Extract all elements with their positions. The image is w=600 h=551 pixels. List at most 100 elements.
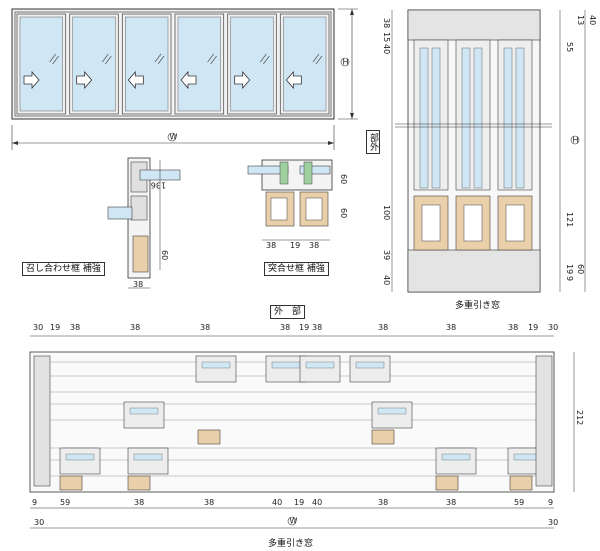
sash-profile	[435, 447, 477, 475]
sash-profile	[371, 401, 413, 429]
glass-pane	[419, 47, 429, 189]
vs-title: 多重引き窓	[455, 301, 501, 311]
vs-height-symbol: H	[573, 136, 579, 145]
meeting-rail-section: 136 60 38	[107, 157, 181, 289]
reflection-line	[260, 53, 267, 63]
sash-profile	[265, 355, 307, 383]
jamb-frame	[535, 355, 553, 487]
bottom-dim-label: 59	[514, 498, 524, 507]
top-dim-label: 38	[312, 323, 322, 332]
wood-reinforcement	[197, 429, 221, 445]
bottom-dim-label: 40	[272, 498, 282, 507]
arrow-right-icon	[76, 70, 93, 90]
interlock-dim-60a: 60	[339, 174, 348, 184]
top-dim-label: 38	[200, 323, 210, 332]
window-elevation: W H	[11, 8, 358, 150]
elevation-width-symbol: W	[170, 133, 178, 142]
elevation-height-symbol: H	[343, 58, 349, 67]
glass-pane	[441, 453, 471, 461]
glass-pane	[461, 47, 471, 189]
vs-outside-label: 部外	[366, 130, 380, 154]
reflection-line	[263, 55, 270, 65]
reflection-mark	[312, 53, 323, 65]
reflection-line	[210, 55, 217, 65]
reflection-mark	[207, 53, 217, 65]
reflection-line	[157, 55, 165, 65]
wood-reinforcement	[59, 475, 83, 491]
sash-profile	[127, 447, 169, 475]
meeting-rail-label: 召し合わせ框 補強	[22, 262, 105, 276]
reinforcement-core	[421, 204, 441, 242]
interlock-dim-60b: 60	[339, 208, 348, 218]
vs-inside-text: 部	[368, 133, 378, 142]
reflection-line	[52, 55, 59, 65]
reflection-line	[49, 53, 56, 63]
hs-width-symbol: W	[290, 517, 298, 526]
sash-profile	[123, 401, 165, 429]
interlock-dim-19: 19	[290, 241, 300, 250]
glass-pane	[133, 453, 163, 461]
glass-pane	[129, 407, 159, 415]
vs-right-19: 19	[565, 264, 574, 274]
top-dim-label: 38	[446, 323, 456, 332]
vertical-section: H 38 15 40 100 39 40 13 40 55 121 19 9 6…	[382, 9, 597, 293]
glass-pane	[72, 16, 116, 112]
bottom-dim-label: 40	[312, 498, 322, 507]
arrow-right-icon	[234, 70, 251, 90]
meeting-dim-136: 136	[151, 181, 166, 190]
glass-pane	[177, 16, 221, 112]
glass-pane	[515, 47, 525, 189]
arrow-left-icon	[180, 70, 197, 90]
hs-right-212: 212	[575, 410, 584, 425]
reflection-line	[105, 55, 112, 65]
vs-right-13: 13	[576, 15, 585, 25]
glass-pane	[65, 453, 95, 461]
hs-title: 多重引き窓	[268, 539, 314, 549]
top-dim-label: 38	[508, 323, 518, 332]
glass-pane	[355, 361, 385, 369]
reflection-line	[154, 53, 162, 63]
interlock-dim-38b: 38	[309, 241, 319, 250]
glass-pane	[283, 16, 327, 112]
top-dim-label: 19	[50, 323, 60, 332]
top-dim-label: 30	[33, 323, 43, 332]
reflection-mark	[260, 53, 270, 65]
top-dim-label: 38	[280, 323, 290, 332]
wood-reinforcement	[509, 475, 533, 491]
top-dim-label: 38	[130, 323, 140, 332]
sash-profile	[349, 355, 391, 383]
top-dim-label: 38	[70, 323, 80, 332]
jamb-frame	[33, 355, 51, 487]
bottom-dim-label: 9	[32, 498, 37, 507]
sash-profile	[299, 355, 341, 383]
bottom-dim-label: 38	[446, 498, 456, 507]
interlock-label: 突合せ框 補強	[264, 262, 329, 276]
sash-profile	[195, 355, 237, 383]
wood-reinforcement	[435, 475, 459, 491]
arrow-left-icon	[285, 70, 302, 90]
vs-left-15: 15	[382, 32, 391, 42]
hs-outside-label: 外 部	[270, 305, 306, 319]
vs-left-40b: 40	[382, 275, 391, 285]
sash-profile	[497, 39, 533, 191]
reflection-line	[315, 55, 323, 65]
glass-pane	[125, 16, 169, 112]
reinforcement-core	[505, 204, 525, 242]
reflection-line	[312, 53, 320, 63]
glass-pane	[230, 16, 274, 112]
interlock-dim-38a: 38	[266, 241, 276, 250]
reinforcement-core	[463, 204, 483, 242]
meeting-dim-38: 38	[133, 280, 143, 289]
reflection-mark	[154, 53, 165, 65]
sash-profile	[413, 39, 449, 191]
vs-right-60: 60	[576, 264, 585, 274]
glass-pane	[271, 361, 301, 369]
bottom-dim-label: 38	[204, 498, 214, 507]
sash-profile	[455, 39, 491, 191]
glass-pane	[431, 47, 441, 189]
vs-right-55: 55	[565, 42, 574, 52]
reflection-mark	[49, 53, 59, 65]
glass-pane	[473, 47, 483, 189]
glass-pane	[503, 47, 513, 189]
